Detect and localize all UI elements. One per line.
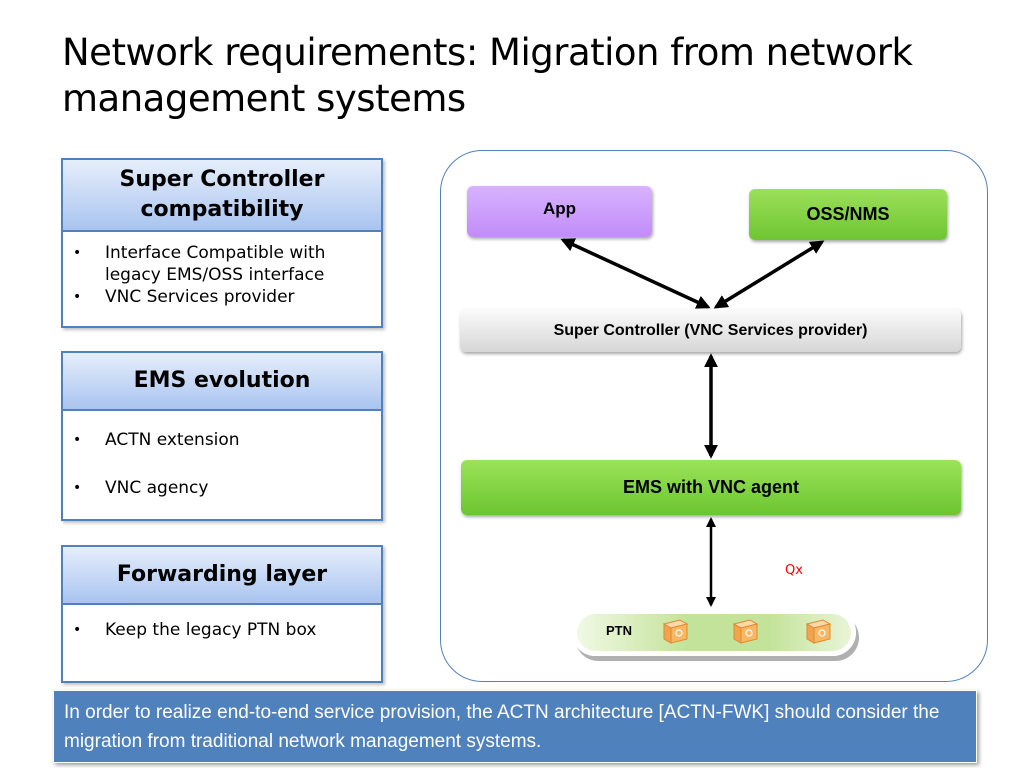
card-heading: EMS evolution	[63, 353, 381, 411]
app-node: App	[467, 186, 652, 237]
card-heading: Forwarding layer	[63, 547, 381, 605]
card-body: •Interface Compatible with legacy EMS/OS…	[63, 232, 381, 314]
bullet-item: •Interface Compatible with legacy EMS/OS…	[73, 243, 326, 285]
bullet-item: •VNC agency	[73, 478, 209, 498]
card-body: •Keep the legacy PTN box	[63, 605, 381, 647]
bullet-item: •Keep the legacy PTN box	[73, 620, 317, 640]
bullet-item: •VNC Services provider	[73, 287, 295, 307]
bullet-icon: •	[73, 289, 82, 305]
network-device-icon	[805, 619, 832, 644]
ems-node: EMS with VNC agent	[461, 460, 961, 515]
super-controller-node: Super Controller (VNC Services provider)	[460, 309, 961, 352]
bullet-icon: •	[73, 432, 82, 448]
bullet-icon: •	[73, 480, 82, 496]
card-heading: Super Controller compatibility	[63, 160, 381, 232]
network-device-icon	[662, 619, 689, 644]
ptn-label: PTN	[606, 623, 632, 638]
slide-title: Network requirements: Migration from net…	[62, 31, 913, 120]
card-super-controller: Super Controller compatibility •Interfac…	[61, 158, 383, 328]
card-forwarding-layer: Forwarding layer •Keep the legacy PTN bo…	[61, 545, 383, 683]
card-body: •ACTN extension •VNC agency	[63, 411, 381, 505]
summary-note: In order to realize end-to-end service p…	[53, 690, 977, 763]
bullet-icon: •	[73, 622, 82, 638]
qx-interface-label: Qx	[785, 563, 803, 578]
network-device-icon	[732, 619, 759, 644]
oss-nms-node: OSS/NMS	[749, 189, 947, 240]
card-ems-evolution: EMS evolution •ACTN extension •VNC agenc…	[61, 351, 383, 521]
bullet-icon: •	[73, 245, 82, 261]
bullet-item: •ACTN extension	[73, 430, 240, 450]
